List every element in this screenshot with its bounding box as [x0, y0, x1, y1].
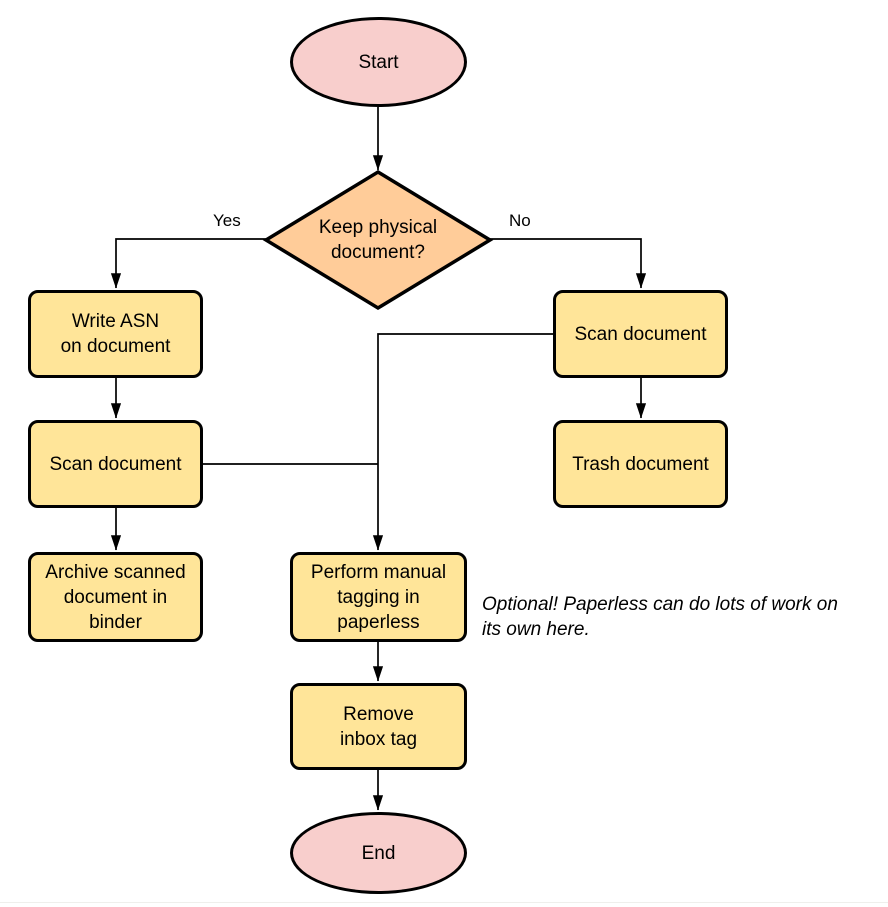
edge-label-no: No	[509, 211, 531, 230]
archive-node: Archive scanned document in binder	[28, 552, 203, 642]
trash-document-node: Trash document	[553, 420, 728, 508]
remove-inbox-tag-node: Remove inbox tag	[290, 683, 467, 770]
decision-diamond-shape	[262, 169, 494, 311]
edge-scanright-to-tagging	[372, 333, 553, 551]
start-node: Start	[290, 17, 467, 107]
edge-decision-no	[490, 238, 647, 289]
end-node: End	[290, 812, 467, 894]
decision-node-label: Keep physical document?	[318, 217, 438, 263]
optional-annotation: Optional! Paperless can do lots of work …	[482, 594, 838, 640]
write-asn-node: Write ASN on document	[28, 290, 203, 378]
bottom-divider	[0, 902, 888, 903]
edge-label-yes: Yes	[213, 211, 241, 230]
scan-document-left-node: Scan document	[28, 420, 203, 508]
manual-tagging-node: Perform manual tagging in paperless	[290, 552, 467, 642]
scan-document-right-node: Scan document	[553, 290, 728, 378]
edge-decision-yes	[110, 238, 266, 289]
